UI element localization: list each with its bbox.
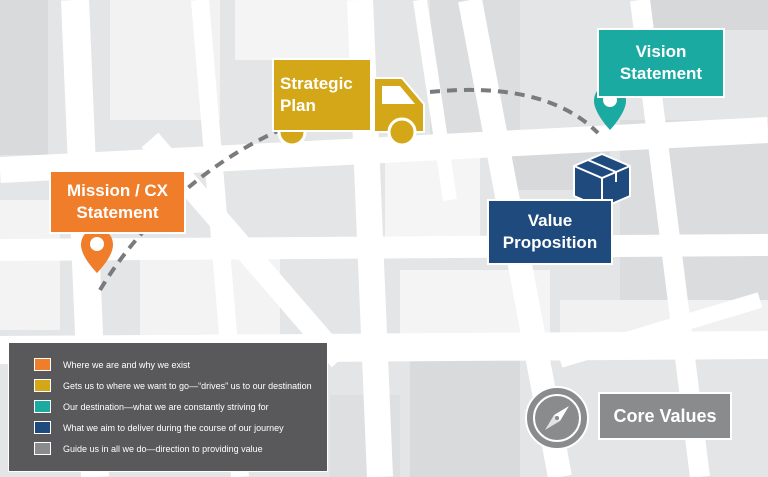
- legend-item: Guide us in all we do—direction to provi…: [34, 438, 327, 459]
- node-label-line: Core Values: [613, 406, 717, 426]
- node-label-line: Plan: [280, 96, 316, 115]
- strategic-plan-node: Strategic Plan: [272, 58, 372, 132]
- map-pin-icon: [81, 229, 113, 273]
- node-label-line: Value: [527, 211, 573, 230]
- node-label-line: Proposition: [502, 233, 598, 252]
- legend-swatch: [34, 421, 51, 434]
- legend-item: Gets us to where we want to go—“drives” …: [34, 375, 327, 396]
- legend-text: Our destination—what we are constantly s…: [63, 401, 269, 412]
- legend-swatch: [34, 400, 51, 413]
- legend-text: What we aim to deliver during the course…: [63, 422, 284, 433]
- node-label-line: Statement: [76, 203, 159, 222]
- value-proposition-node: Value Proposition: [487, 199, 613, 265]
- node-label-line: Vision: [635, 42, 687, 61]
- legend-swatch: [34, 442, 51, 455]
- legend-swatch: [34, 379, 51, 392]
- legend-text: Guide us in all we do—direction to provi…: [63, 443, 263, 454]
- node-label-line: Strategic: [280, 74, 353, 93]
- legend: Where we are and why we exist Gets us to…: [8, 342, 328, 472]
- core-values-node: Core Values: [598, 392, 732, 440]
- legend-swatch: [34, 358, 51, 371]
- vision-statement-node: Vision Statement: [597, 28, 725, 98]
- legend-item: Where we are and why we exist: [34, 354, 327, 375]
- mission-cx-statement-node: Mission / CX Statement: [49, 170, 186, 234]
- legend-text: Gets us to where we want to go—“drives” …: [63, 380, 312, 391]
- compass-icon: [525, 386, 589, 450]
- legend-item: What we aim to deliver during the course…: [34, 417, 327, 438]
- legend-text: Where we are and why we exist: [63, 359, 191, 370]
- legend-item: Our destination—what we are constantly s…: [34, 396, 327, 417]
- node-label-line: Mission / CX: [66, 181, 169, 200]
- node-label-line: Statement: [619, 64, 703, 83]
